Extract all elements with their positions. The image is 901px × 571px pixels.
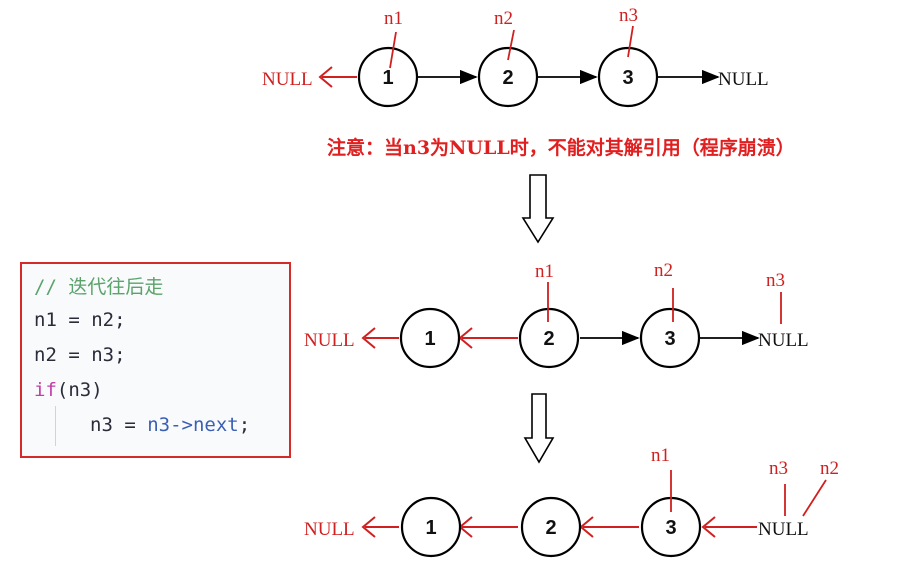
row3-left-null: NULL [304,519,355,540]
row2: NULL NULL 1 2 3 n1 n2 n3 [304,260,809,369]
code-assign-lhs: n3 = [90,414,148,436]
row3-node-2 [520,496,582,558]
row2-node-2-label: 2 [543,328,554,350]
row1-node-1-label: 1 [382,67,393,89]
code-indent-guide [55,406,56,446]
row1-pointer-n1: n1 [384,8,403,29]
code-semicolon: ; [238,414,251,436]
row2-node-3 [639,307,701,369]
code-line-1: n1 = n2; [34,309,126,331]
row3-node-2-label: 2 [545,517,556,539]
row2-pointer-n3: n3 [766,270,785,291]
row3-pointer-n3: n3 [769,458,788,479]
row1-pointer-n2: n2 [494,8,513,29]
row1-pointer-n2-line [507,29,515,61]
row2-right-null: NULL [758,330,809,351]
down-arrow-1 [521,174,555,244]
row3-node-1-label: 1 [425,517,436,539]
row1-pointer-n1-line [389,31,397,69]
code-snippet-box: // 迭代往后走 n1 = n2; n2 = n3; if(n3) n3 = n… [20,262,291,458]
row3-pointer-n2-line [802,479,827,517]
row2-node-1-label: 1 [424,328,435,350]
row1-node-2 [477,46,539,108]
row3-red-arrowhead-4 [701,516,716,538]
row1-node-1 [357,46,419,108]
row1-pointer-n3: n3 [619,5,638,26]
row1-node-2-label: 2 [502,67,513,89]
code-if-keyword: if [34,379,57,401]
row3-node-1 [400,496,462,558]
row2-pointer-n2: n2 [654,260,673,281]
row3: NULL NULL 1 2 3 n1 n3 n2 [304,445,839,558]
row2-left-null: NULL [304,330,355,351]
row1-node-3-label: 3 [622,67,633,89]
row1-node-3 [597,46,659,108]
row3-pointer-n2: n2 [820,458,839,479]
code-line-3: if(n3) [34,379,103,401]
row1-red-arrowhead [318,66,333,88]
down-arrow-2 [523,393,555,464]
code-next-expr: n3->next [147,414,239,436]
row3-red-arrowhead-1 [361,516,376,538]
code-if-condition: (n3) [56,379,103,401]
row2-node-1 [399,307,461,369]
row2-pointer-n1: n1 [535,261,554,282]
row2-node-3-label: 3 [664,328,675,350]
row1: NULL NULL 1 2 3 n1 n2 n3 [262,5,769,108]
row3-node-3-label: 3 [665,517,676,539]
row2-node-2 [518,307,580,369]
row3-right-null: NULL [758,519,809,540]
code-line-2: n2 = n3; [34,344,126,366]
row3-pointer-n1: n1 [651,445,670,466]
code-line-4: n3 = n3->next; [90,414,250,436]
null-dereference-note: 注意：当n3为NULL时，不能对其解引用（程序崩溃） [327,136,795,159]
row1-left-null: NULL [262,69,313,90]
code-comment: // 迭代往后走 [34,276,164,298]
row1-right-null: NULL [718,69,769,90]
row1-pointer-n3-line [627,25,634,58]
row2-red-arrowhead-1 [361,327,376,349]
